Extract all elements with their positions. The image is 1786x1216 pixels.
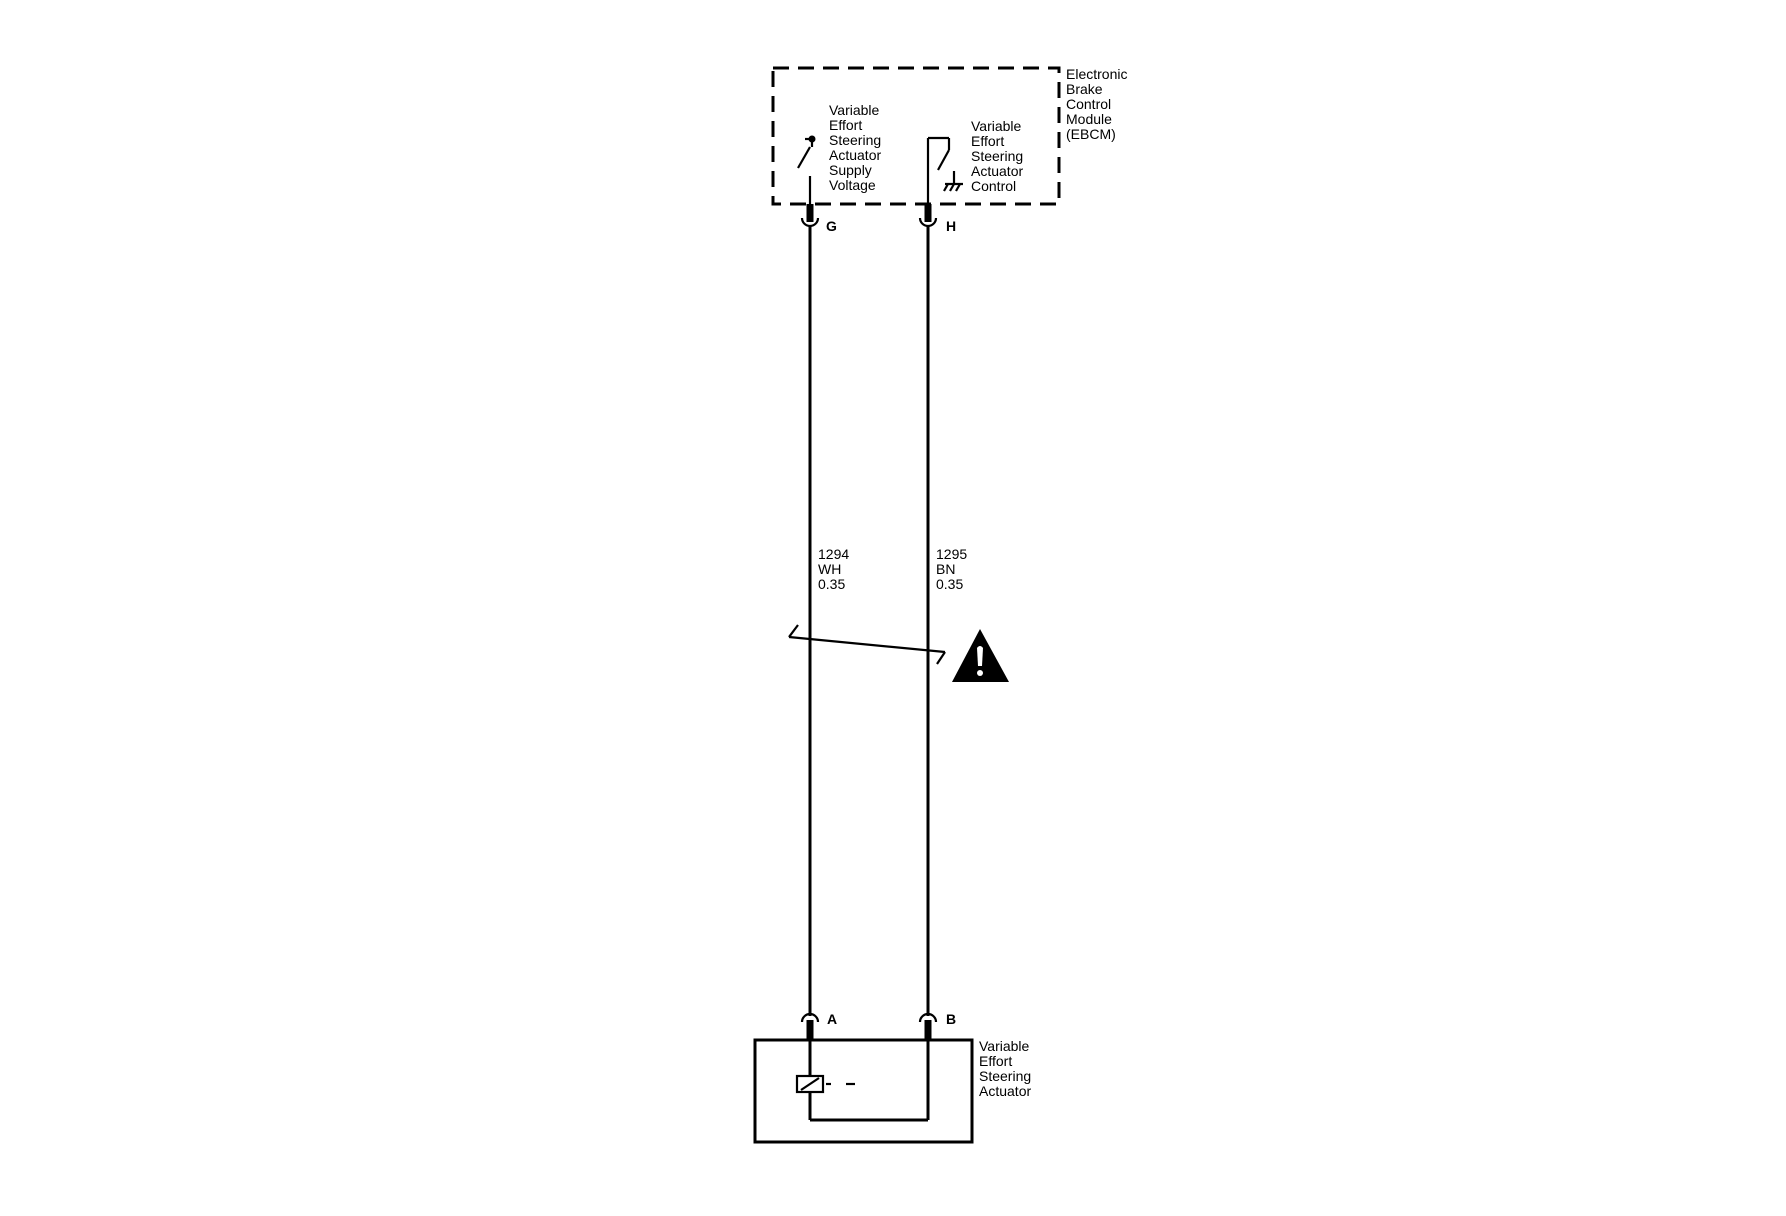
ground-icon xyxy=(943,171,963,192)
solenoid-icon xyxy=(795,1074,855,1094)
twisted-pair-leader xyxy=(788,624,946,665)
pin-g-label: G xyxy=(826,218,837,234)
wire-1295-info: 1295 BN 0.35 xyxy=(936,546,971,592)
wire-1294-info: 1294 WH 0.35 xyxy=(818,546,853,592)
control-switch-icon xyxy=(926,136,951,204)
connector-a xyxy=(800,1012,820,1040)
control-label: Variable Effort Steering Actuator Contro… xyxy=(971,118,1027,194)
actuator-circuit xyxy=(808,1040,930,1122)
connector-b xyxy=(918,1012,938,1040)
connector-g xyxy=(800,204,820,228)
pin-a-label: A xyxy=(827,1011,837,1027)
actuator-box xyxy=(753,1038,974,1144)
pin-b-label: B xyxy=(946,1011,956,1027)
ebcm-module-box xyxy=(771,66,1061,206)
supply-switch-icon xyxy=(797,135,816,204)
supply-voltage-label: Variable Effort Steering Actuator Supply… xyxy=(829,102,885,193)
actuator-label: Variable Effort Steering Actuator xyxy=(979,1038,1035,1099)
warning-triangle-icon xyxy=(952,629,1009,682)
ebcm-label: Electronic Brake Control Module (EBCM) xyxy=(1066,66,1131,142)
connector-h xyxy=(918,204,938,228)
pin-h-label: H xyxy=(946,218,956,234)
